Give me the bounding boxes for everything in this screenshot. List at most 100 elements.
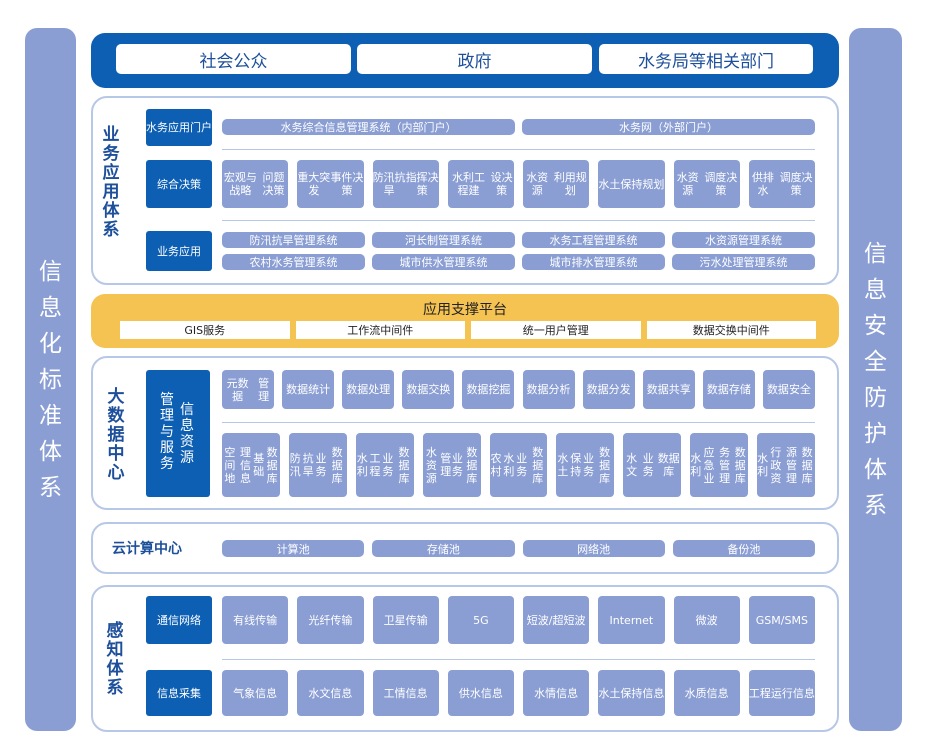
data-service-box-line: 管理: [258, 376, 270, 403]
database-box-line: 数据库: [599, 445, 611, 485]
collect-box-line: 信息: [255, 686, 278, 700]
business-title-char: 系: [102, 220, 120, 240]
decision-box: 水土保持规划: [598, 160, 665, 208]
business-panel-title: 业务应用体系: [100, 126, 122, 240]
data-center-title-char: 中: [107, 444, 125, 464]
decision-box: 水资源调度决策: [673, 160, 740, 208]
right-pillar-char: 防: [864, 384, 887, 411]
decision-box-line: 宏观与战略: [223, 171, 257, 197]
perception-title-char: 知: [106, 640, 124, 660]
left-pillar-char: 息: [39, 294, 62, 321]
database-box-line: 工程: [369, 452, 381, 478]
database-box-line: 农村: [490, 452, 502, 478]
info-standard-pillar: 信息化标准体系: [25, 28, 76, 731]
network-box-line: 短波/: [526, 613, 553, 627]
collect-box: 水质信息: [673, 670, 740, 716]
right-pillar-char: 安: [864, 312, 887, 339]
decision-box-line: 调度决策: [779, 171, 813, 197]
data-service-box: 数据交换: [402, 370, 455, 409]
decision-box: 供排水调度决策: [748, 160, 815, 208]
platform-item: 统一用户管理: [471, 321, 641, 339]
collect-box-line: 气象: [233, 686, 256, 700]
network-box-line: 传输: [330, 613, 353, 627]
database-box-line: 水利: [690, 452, 702, 478]
network-label-line: 通信: [157, 613, 179, 627]
data-service-box-line: 元数据: [226, 376, 249, 403]
business-title-char: 业: [102, 125, 120, 145]
decision-separator: [222, 220, 815, 221]
network-box-line: 有线: [233, 613, 256, 627]
info-resource-col1-char: 与: [160, 424, 174, 440]
collect-box-line: 工程运行: [748, 686, 793, 700]
user-public: 社会公众: [116, 44, 351, 74]
data-service-box-line: 数据: [466, 383, 489, 396]
data-service-box-line: 数据: [766, 383, 789, 396]
app-system-bar: 城市排水管理系统: [522, 254, 665, 270]
decision-box-line: 事件决策: [330, 171, 364, 197]
network-label: 通信网络: [146, 596, 212, 644]
collect-label-line: 采集: [179, 686, 201, 700]
network-box-line: 卫星: [383, 613, 406, 627]
database-box-line: 数据库: [266, 445, 278, 485]
data-center-separator: [222, 422, 815, 423]
cloud-pool-bar: 计算池: [222, 540, 365, 557]
network-box: 卫星传输: [372, 596, 439, 644]
collect-box-line: 水情: [534, 686, 557, 700]
database-box: 水资源管理业务数据库: [422, 433, 481, 497]
decision-box-line: 问题决策: [262, 171, 285, 197]
left-pillar-char: 信: [39, 258, 62, 285]
collect-box-line: 信息: [405, 686, 428, 700]
collect-box-line: 工情: [383, 686, 406, 700]
data-service-box-line: 数据: [346, 383, 369, 396]
business-title-char: 用: [102, 182, 120, 202]
data-service-box: 数据分发: [582, 370, 635, 409]
database-box-line: 水资源: [425, 445, 437, 485]
data-service-box-line: 安全: [788, 383, 811, 396]
decision-box-line: 水利工程建: [451, 171, 485, 197]
left-pillar-char: 化: [39, 330, 62, 357]
network-box-line: GSM/SMS: [755, 613, 808, 627]
database-box-line: 数据库: [331, 445, 343, 485]
collect-box: 气象信息: [222, 670, 289, 716]
database-box-line: 数据库: [801, 445, 813, 485]
network-box-line: 传输: [405, 613, 428, 627]
right-pillar-char: 信: [864, 240, 887, 267]
apps-label-line: 业务: [157, 244, 179, 258]
database-box: 水土保持业务数据库: [556, 433, 615, 497]
database-box-line: 数据库: [398, 445, 410, 485]
database-box: 农村水利业务数据库: [489, 433, 548, 497]
database-box-line: 数据库: [532, 445, 544, 485]
right-pillar-char: 全: [864, 348, 887, 375]
info-resource-col2-char: 源: [180, 450, 194, 466]
right-pillar-char: 护: [864, 420, 887, 447]
network-box-line: 超短波: [552, 613, 586, 627]
database-box: 防汛抗旱业务数据库: [288, 433, 347, 497]
perception-title-char: 感: [106, 621, 124, 641]
apps-label-line: 应用: [179, 244, 201, 258]
cloud-pool-bar: 存储池: [372, 540, 515, 557]
data-service-box-line: 数据: [586, 383, 609, 396]
data-service-box-line: 数据: [646, 383, 669, 396]
portal-label-line: 用门户: [179, 121, 212, 134]
collect-box-line: 信息: [792, 686, 815, 700]
user-government: 政府: [357, 44, 592, 74]
collect-label-line: 信息: [157, 686, 179, 700]
decision-box-line: 防汛抗旱: [372, 171, 406, 197]
network-box-line: Internet: [609, 613, 654, 627]
database-box-line: 务管理: [719, 445, 731, 485]
decision-box: 防汛抗旱指挥决策: [372, 160, 439, 208]
left-pillar-char: 标: [39, 366, 62, 393]
decision-box-line: 设决策: [490, 171, 513, 197]
business-title-char: 务: [102, 144, 120, 164]
collect-box-line: 信息: [330, 686, 353, 700]
database-box-line: 数据库: [734, 445, 746, 485]
platform-item: GIS服务: [120, 321, 290, 339]
portal-separator: [222, 149, 815, 150]
decision-box-line: 水资源: [526, 171, 549, 197]
data-center-title-char: 大: [107, 387, 125, 407]
database-box: 水利行政资源管理数据库: [757, 433, 815, 497]
data-service-box: 数据存储: [702, 370, 755, 409]
database-box-line: 业务: [382, 452, 394, 478]
info-resource-col1-char: 理: [160, 408, 174, 424]
left-pillar-char: 系: [39, 474, 62, 501]
